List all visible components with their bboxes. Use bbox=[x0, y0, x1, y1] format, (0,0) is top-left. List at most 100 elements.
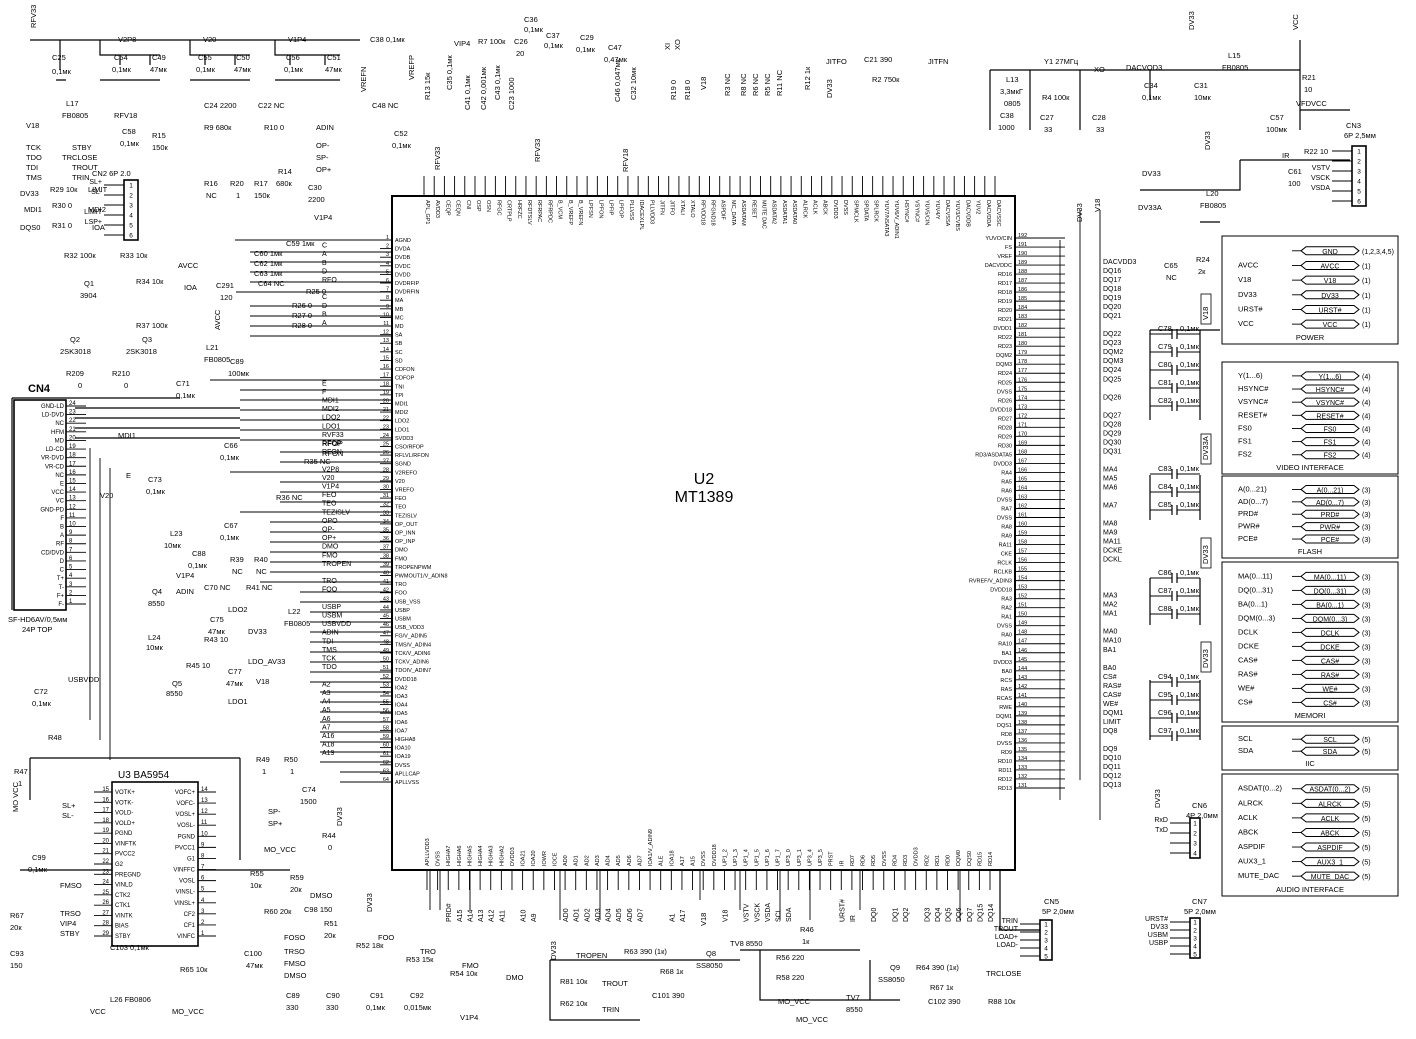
pin-name: DACVDDA bbox=[985, 200, 991, 227]
component-label: C92 bbox=[410, 991, 424, 1000]
pin-number: 25 bbox=[102, 890, 109, 896]
pin-number: 3 bbox=[1357, 169, 1361, 176]
component-label: C27 bbox=[1040, 113, 1054, 122]
pin-name: RD1 bbox=[935, 855, 941, 866]
block-signal-label: CS# bbox=[1238, 697, 1253, 706]
sheet-ref: (5) bbox=[1362, 801, 1371, 808]
pin-name: RD20 bbox=[998, 308, 1012, 314]
u3-ref: U3 BA5954 bbox=[118, 770, 170, 781]
component-label: C100 bbox=[244, 949, 262, 958]
net-label: DQ5 bbox=[946, 908, 953, 923]
pin-name: UP1_5 bbox=[754, 849, 760, 866]
component-label: 150 bbox=[10, 961, 23, 970]
pin-name: RA1 bbox=[1001, 615, 1012, 621]
pin-name: RD12 bbox=[998, 777, 1012, 783]
net-flag-text: Y(1...6) bbox=[1319, 374, 1342, 381]
net-label: DQ2 bbox=[903, 908, 910, 923]
component-label: R3 NC bbox=[723, 73, 732, 96]
component-label: C21 390 bbox=[864, 55, 892, 64]
pin-name: DVDD18 bbox=[990, 407, 1012, 413]
pin-name: DVDB bbox=[395, 255, 411, 261]
component-label: V2P8 bbox=[118, 35, 136, 44]
net-label: DQ27 bbox=[1103, 412, 1121, 419]
pin-name: CDFOP bbox=[395, 376, 415, 382]
pin-name: DQM1 bbox=[996, 714, 1012, 720]
sheet-ref: (5) bbox=[1362, 860, 1371, 867]
component-label: VIP4 bbox=[454, 39, 470, 48]
pin-name: DVSS bbox=[997, 389, 1012, 395]
pin-name: FG/V_ADIN5 bbox=[395, 634, 427, 640]
component-label: VCC bbox=[1291, 14, 1300, 30]
net-label: WE# bbox=[1103, 701, 1118, 708]
component-label: Q2 bbox=[70, 335, 80, 344]
component-label: L24 bbox=[148, 633, 161, 642]
sheet-ref: (3) bbox=[1362, 630, 1371, 637]
net-label: DQ21 bbox=[1103, 313, 1121, 320]
pin-name: UP1_4 bbox=[744, 849, 750, 866]
pin-number: 163 bbox=[1018, 494, 1027, 500]
block-signal-label: PWR# bbox=[1238, 522, 1260, 531]
component-label: SS8050 bbox=[878, 975, 905, 984]
component-label: ADIN bbox=[176, 587, 194, 596]
net-label: TDO bbox=[322, 664, 337, 671]
pin-number: 5 bbox=[386, 269, 389, 275]
component-label: R47 bbox=[14, 767, 28, 776]
pin-name: RWE bbox=[999, 705, 1012, 711]
pin-name: AGND bbox=[395, 238, 411, 244]
pin-name: YUV6/V_ADIN1 bbox=[893, 200, 899, 239]
net-flag-text: GND bbox=[1322, 249, 1338, 256]
pin-name: VOTK- bbox=[115, 800, 133, 806]
block-signal-label: CAS# bbox=[1238, 655, 1258, 664]
sheet-ref: (4) bbox=[1362, 426, 1371, 433]
pin-name: DVSS bbox=[882, 851, 888, 866]
cap-ref: C94 bbox=[1158, 672, 1172, 681]
cap-ref: C80 bbox=[1158, 360, 1172, 369]
pin-number: 158 bbox=[1018, 540, 1027, 546]
pin-number: 169 bbox=[1018, 440, 1027, 446]
component-label: R12 1к bbox=[803, 66, 812, 90]
component-label: RFON bbox=[322, 449, 343, 458]
pin-name: ALRCK bbox=[801, 200, 807, 219]
component-label: FMO bbox=[462, 961, 479, 970]
component-label: Y1 27МГц bbox=[1044, 57, 1079, 66]
block-title: AUDIO INTERFACE bbox=[1276, 885, 1344, 894]
component-label: R13 15к bbox=[423, 72, 432, 100]
pin-name: RA4 bbox=[1001, 470, 1012, 476]
pin-name: HRFZC bbox=[516, 200, 522, 219]
net-label: A15 bbox=[457, 909, 464, 922]
pin-number: 151 bbox=[1018, 603, 1027, 609]
net-label: A4 bbox=[322, 699, 331, 706]
pin-number: 63 bbox=[383, 768, 389, 774]
pin-name: USBP bbox=[395, 608, 410, 614]
net-label: C bbox=[322, 294, 327, 301]
component-label: 8550 bbox=[166, 689, 183, 698]
component-label: C28 bbox=[1092, 113, 1106, 122]
pin-name: ABCK bbox=[822, 200, 828, 215]
pin-name: AD4 bbox=[606, 855, 612, 866]
component-label: C101 390 bbox=[652, 991, 685, 1000]
pin-name: PREGND bbox=[115, 872, 141, 878]
pin-number: 25 bbox=[383, 441, 389, 447]
pin-number: 1 bbox=[1044, 922, 1048, 929]
component-label: L26 FB0806 bbox=[110, 995, 151, 1004]
component-label: 0,1мк bbox=[28, 865, 48, 874]
pin-name: RA11 bbox=[999, 543, 1012, 549]
component-label: XO bbox=[1094, 65, 1105, 74]
pin-number: 5 bbox=[1044, 954, 1048, 961]
net-label: VSDA bbox=[1311, 185, 1330, 192]
net-label: VSTV bbox=[1312, 165, 1331, 172]
pin-number: 2 bbox=[201, 920, 205, 926]
component-label: DV33 bbox=[1187, 11, 1196, 30]
component-label: R37 100к bbox=[136, 321, 168, 330]
net-flag-text: VCC bbox=[1323, 322, 1338, 329]
pin-name: RD3 bbox=[903, 855, 909, 866]
component-label: TROUT bbox=[602, 979, 628, 988]
component-label: 0,1мк bbox=[220, 453, 240, 462]
pin-name: IOA2 bbox=[395, 685, 408, 691]
block-signal-label: AD(0...7) bbox=[1238, 497, 1269, 506]
component-label: LDO2 bbox=[228, 605, 248, 614]
